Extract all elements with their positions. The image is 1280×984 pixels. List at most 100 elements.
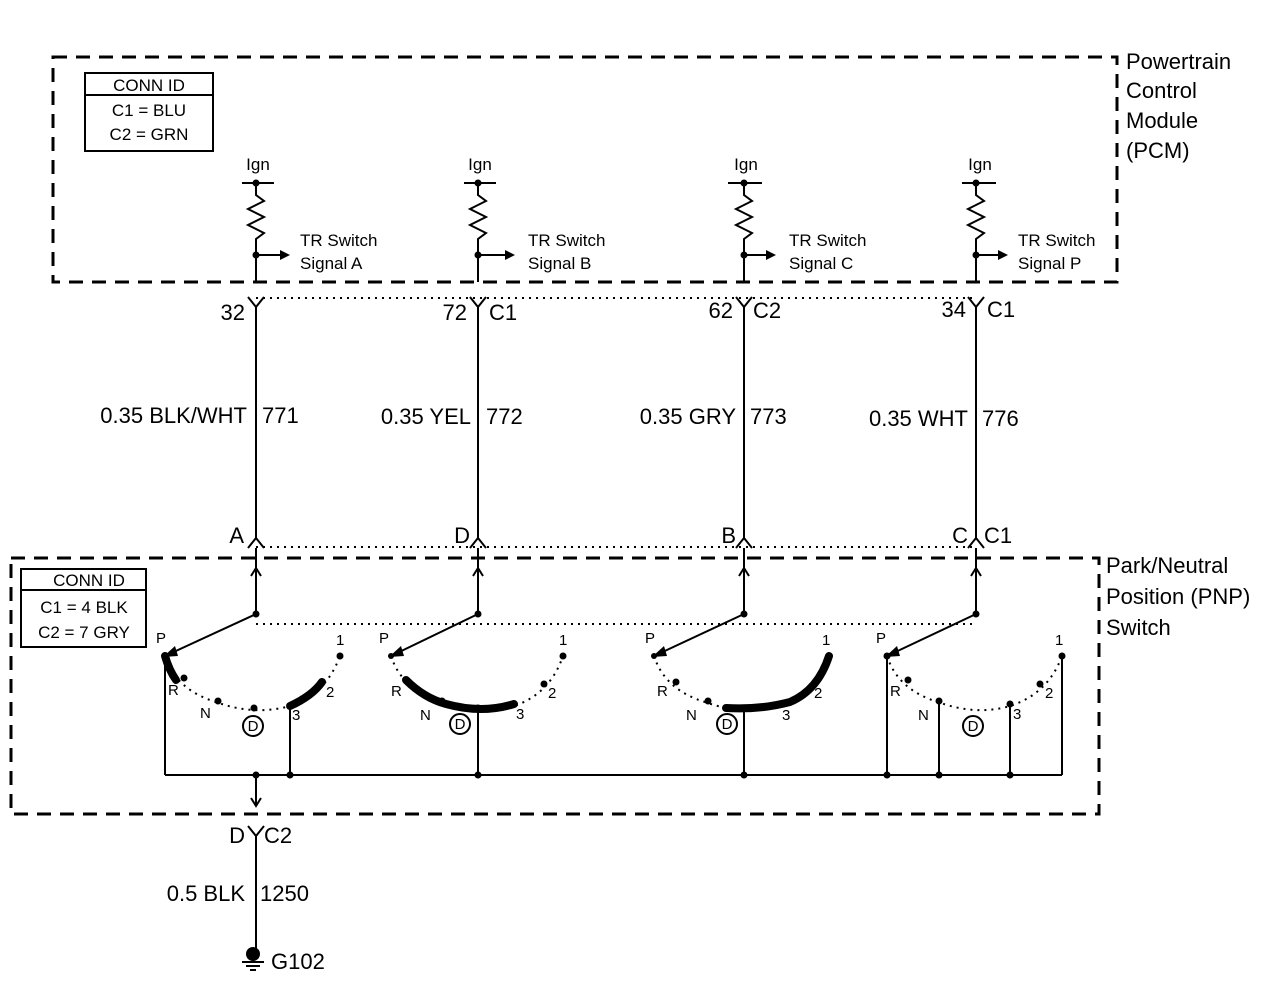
ground-pin-letter: D	[229, 823, 245, 848]
pcm-pin-number: 62	[709, 298, 733, 323]
resistor-icon	[965, 183, 987, 282]
position-label: D	[455, 716, 466, 733]
position-label: R	[168, 682, 179, 699]
position-label: 3	[516, 706, 524, 723]
arrow-right-icon	[280, 250, 290, 260]
signal-label-line1: TR Switch	[528, 231, 605, 250]
connector-pin-icon	[469, 536, 487, 549]
pnp-pin-letter: B	[721, 523, 736, 548]
position-label: R	[657, 683, 668, 700]
pnp-pin-letter: D	[454, 523, 470, 548]
position-label: 1	[1055, 632, 1063, 649]
connector-pin-icon	[735, 296, 753, 309]
position-label: R	[890, 683, 901, 700]
circuit-number: 776	[982, 406, 1019, 431]
position-label: 2	[814, 685, 822, 702]
arrow-right-icon	[998, 250, 1008, 260]
switch-section-c: P R N D 3 2 1	[645, 548, 833, 779]
drive-indicator-icon	[716, 713, 738, 735]
contact-segment	[286, 678, 326, 710]
arrow-right-icon	[766, 250, 776, 260]
pcm-pin-62: 62 C2	[709, 296, 781, 323]
pcm-conn-id-table: CONN ID C1 = BLU C2 = GRN	[84, 72, 214, 152]
connector-pin-icon	[247, 825, 265, 838]
circuit-number: 771	[262, 403, 299, 428]
pullup-circuit-a: Ign TR Switch Signal A	[242, 155, 377, 282]
pullup-circuit-b: Ign TR Switch Signal B	[464, 155, 605, 282]
pnp-connector-id: C1	[984, 523, 1012, 548]
resistor-icon	[467, 183, 489, 282]
wire-776: 0.35 WHT 776	[869, 307, 1019, 538]
signal-label-line2: Signal C	[789, 254, 853, 273]
connector-pin-icon	[247, 536, 265, 549]
arrow-up-icon	[472, 566, 484, 577]
resistor-icon	[733, 183, 755, 282]
position-label: 3	[292, 707, 300, 724]
ground-location: G102	[271, 949, 325, 974]
ign-label: Ign	[734, 155, 758, 174]
pnp-label-line-3: Switch	[1106, 615, 1171, 640]
ground-circuit: D C2 0.5 BLK 1250 G102	[167, 775, 325, 974]
pcm-pin-number: 34	[942, 297, 966, 322]
resistor-icon	[245, 183, 267, 282]
circuit-number: 772	[486, 404, 523, 429]
pcm-conn-id-row-2: C2 = GRN	[110, 125, 189, 144]
position-label: N	[918, 707, 929, 724]
pcm-pin-34: 34 C1	[942, 296, 1015, 322]
arrow-right-icon	[505, 250, 515, 260]
ground-circuit-number: 1250	[260, 881, 309, 906]
contact-segment	[402, 676, 518, 713]
wire-color: 0.35 GRY	[640, 404, 737, 429]
position-label: 2	[326, 684, 334, 701]
position-label: D	[968, 718, 979, 735]
position-label: P	[645, 630, 655, 647]
pcm-pin-72: 72 C1	[443, 296, 517, 325]
pnp-conn-id-row-2: C2 = 7 GRY	[38, 623, 130, 642]
pcm-pin-number: 72	[443, 300, 467, 325]
wire-772: 0.35 YEL 772	[381, 307, 523, 538]
position-label: 3	[782, 707, 790, 724]
connector-pin-icon	[967, 296, 985, 309]
signal-label-line1: TR Switch	[1018, 231, 1095, 250]
connector-pin-icon	[735, 536, 753, 549]
position-label: R	[391, 683, 402, 700]
position-label: 3	[1013, 706, 1021, 723]
ign-label: Ign	[468, 155, 492, 174]
signal-label-line1: TR Switch	[300, 231, 377, 250]
signal-label-line2: Signal P	[1018, 254, 1081, 273]
pullup-circuit-p: Ign TR Switch Signal P	[962, 155, 1095, 282]
wire-773: 0.35 GRY 773	[640, 307, 787, 538]
arrow-up-icon	[970, 566, 982, 577]
pcm-connector-id: C1	[987, 297, 1015, 322]
pnp-pin-letter: C	[952, 523, 968, 548]
connector-pin-icon	[469, 296, 487, 309]
pcm-module-label: Powertrain Control Module (PCM)	[1126, 49, 1231, 163]
pnp-label-line-1: Park/Neutral	[1106, 553, 1228, 578]
arrow-up-icon	[738, 566, 750, 577]
position-label: D	[248, 718, 259, 735]
position-label: P	[876, 630, 886, 647]
position-label: P	[379, 630, 389, 647]
pcm-conn-id-title: CONN ID	[113, 76, 185, 95]
drive-indicator-icon	[449, 713, 471, 735]
ign-label: Ign	[968, 155, 992, 174]
pcm-pin-32: 32	[221, 296, 265, 325]
wire-color: 0.35 BLK/WHT	[100, 403, 247, 428]
pnp-switch-boundary	[9, 556, 1101, 816]
wire-color: 0.35 YEL	[381, 404, 471, 429]
position-label: 1	[822, 632, 830, 649]
contact-segment	[722, 652, 833, 713]
pcm-label-line-4: (PCM)	[1126, 138, 1190, 163]
switch-section-a: P R N D 3 2 1	[156, 548, 344, 779]
switch-section-p: P R N D 3 2 1	[876, 548, 1066, 779]
circuit-number: 773	[750, 404, 787, 429]
position-label: 1	[336, 632, 344, 649]
position-label: N	[420, 707, 431, 724]
signal-label-line1: TR Switch	[789, 231, 866, 250]
ground-wire-color: 0.5 BLK	[167, 881, 246, 906]
drive-indicator-icon	[962, 715, 984, 737]
contact-segment	[161, 652, 180, 684]
drive-indicator-icon	[242, 715, 264, 737]
position-label: 1	[559, 632, 567, 649]
position-label: D	[722, 716, 733, 733]
